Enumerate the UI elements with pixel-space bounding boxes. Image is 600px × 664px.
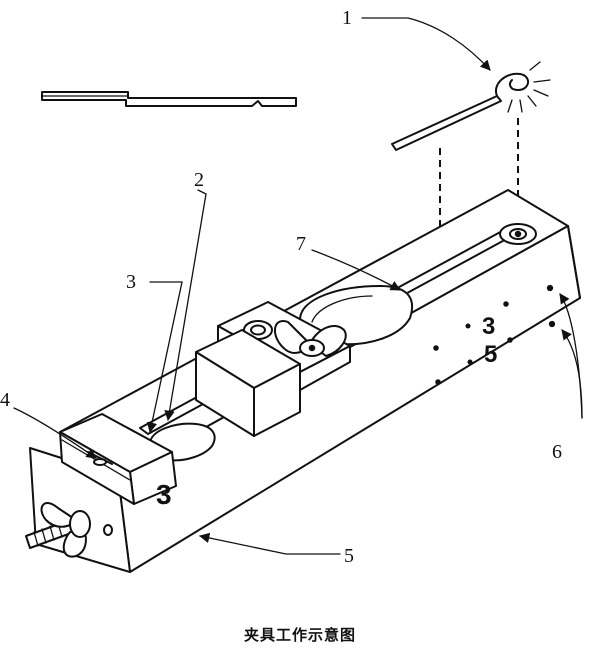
callout-1: 1 [342,7,352,29]
callout-6: 6 [552,441,562,463]
end-hole [103,524,113,536]
front-jaw [59,413,177,505]
callout-4: 4 [0,389,10,411]
side-holes [433,284,556,385]
figure-caption: 夹具工作示意图 [243,626,356,644]
wire-part-drawing [391,61,551,151]
stamp-side-top: 3 [482,313,495,340]
callout-2: 2 [194,169,204,191]
step-block [195,329,301,437]
projection-lines [439,118,519,262]
callout-7: 7 [296,233,306,255]
wing-nut-top [274,320,347,357]
stamp-side-bottom: 5 [484,341,497,368]
flat-strip-drawing [41,91,297,107]
stamp-front-block: 3 [156,479,172,510]
callout-3: 3 [126,271,136,293]
callout-leaders [13,17,583,555]
wing-screw-left [25,502,91,558]
callout-5: 5 [344,545,354,567]
